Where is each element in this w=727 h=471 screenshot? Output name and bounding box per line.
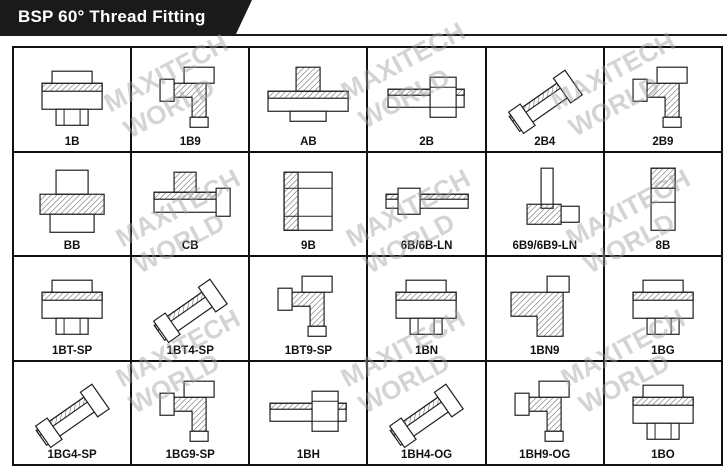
fitting-label: 2B4 (534, 135, 556, 148)
fitting-drawing (387, 76, 466, 118)
fitting-cell: 1BG (604, 257, 721, 360)
fitting-cell: CB (132, 152, 249, 255)
fitting-cell: 1BT-SP (14, 257, 131, 360)
fitting-cell: 1BN9 (486, 257, 603, 360)
fitting-cell: 2B (368, 48, 485, 151)
fitting-label: 6B/6B-LN (400, 240, 453, 252)
fitting-label: 1BT9-SP (284, 344, 333, 357)
fitting-drawing (395, 279, 458, 335)
fitting-drawing (632, 384, 694, 440)
fitting-drawing (650, 167, 676, 231)
fitting-label: 1B (64, 135, 80, 148)
fitting-drawing (159, 66, 215, 128)
fitting-label: 1BG9-SP (165, 449, 215, 461)
fitting-drawing (153, 171, 231, 217)
fitting-drawing (510, 275, 570, 337)
fitting-label: 1BO (651, 449, 675, 461)
fitting-drawing (267, 66, 350, 122)
fitting-label: AB (300, 135, 317, 148)
fitting-label: 1BH4-OG (401, 449, 453, 461)
fitting-cell: 6B/6B-LN (368, 152, 485, 255)
fitting-label: BB (63, 240, 81, 252)
fitting-drawing (269, 390, 348, 432)
page-header: BSP 60° Thread Fitting (0, 0, 727, 40)
fitting-label: 1BN (415, 344, 439, 357)
fitting-drawing (34, 382, 110, 448)
fitting-drawing (632, 66, 688, 128)
fitting-label: 1BG (651, 344, 675, 357)
fitting-cell: 1BN (368, 257, 485, 360)
fitting-label: CB (181, 240, 199, 252)
fitting-drawing (152, 278, 229, 344)
fitting-cell: 1BO (604, 361, 721, 464)
fitting-cell: 2B4 (486, 48, 603, 151)
fitting-drawing (526, 167, 580, 225)
fitting-drawing (507, 69, 583, 135)
fitting-cell: 9B (250, 152, 367, 255)
fitting-cell: 1BH (250, 361, 367, 464)
fitting-cell: 6B9/6B9-LN (486, 152, 603, 255)
fitting-drawing (389, 382, 465, 448)
fitting-label: 1B9 (179, 135, 201, 148)
fitting-cell: 1BT4-SP (132, 257, 249, 360)
fitting-label: 1BN9 (530, 344, 560, 357)
fitting-label: 1BH9-OG (519, 449, 571, 461)
fitting-cell: 8B (604, 152, 721, 255)
fitting-label: 9B (301, 240, 316, 252)
fitting-cell: 1BG4-SP (14, 361, 131, 464)
fitting-label: 6B9/6B9-LN (512, 240, 578, 252)
fitting-drawing (514, 380, 570, 442)
fitting-grid: 1B 1B9 AB 2B 2B4 2B9 BB CB (12, 46, 723, 466)
fitting-cell: 1BG9-SP (132, 361, 249, 464)
fitting-label: 1BT4-SP (166, 344, 214, 357)
fitting-drawing (39, 169, 105, 233)
fitting-label: 8B (655, 240, 671, 252)
fitting-cell: 1BH4-OG (368, 361, 485, 464)
fitting-cell: 1BH9-OG (486, 361, 603, 464)
fitting-drawing (159, 380, 215, 442)
fitting-label: 1BT-SP (51, 344, 93, 357)
page-title: BSP 60° Thread Fitting (18, 7, 206, 26)
fitting-drawing (41, 70, 103, 126)
fitting-label: 2B9 (652, 135, 674, 148)
header-rule (0, 34, 727, 36)
fitting-cell: 1B9 (132, 48, 249, 151)
fitting-label: 2B (419, 135, 434, 148)
header-title-tab (0, 0, 252, 34)
fitting-cell: 1BT9-SP (250, 257, 367, 360)
fitting-label: 1BG4-SP (47, 449, 97, 461)
fitting-label: 1BH (296, 449, 320, 461)
fitting-cell: AB (250, 48, 367, 151)
fitting-cell: BB (14, 152, 131, 255)
fitting-drawing (277, 275, 334, 337)
fitting-drawing (632, 279, 694, 335)
fitting-cell: 1B (14, 48, 131, 151)
fitting-drawing (41, 279, 103, 335)
fitting-cell: 2B9 (604, 48, 721, 151)
fitting-drawing (283, 171, 334, 231)
fitting-drawing (385, 187, 470, 215)
